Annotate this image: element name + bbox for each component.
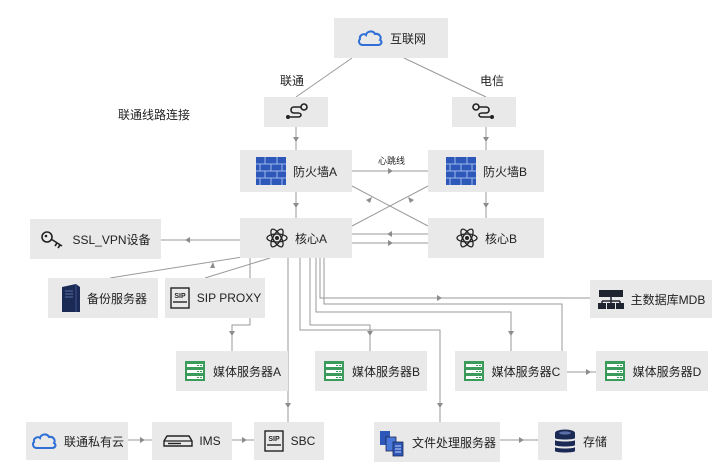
- firewall-b-label: 防火墙B: [482, 164, 527, 179]
- heartbeat-label: 心跳线: [378, 156, 406, 166]
- storage-stack-icon: [553, 428, 577, 454]
- core-b-label: 核心B: [484, 231, 517, 246]
- media-server-a-label: 媒体服务器A: [212, 364, 281, 379]
- ssl-vpn-label: SSL_VPN设备: [72, 232, 151, 247]
- svg-text:SIP: SIP: [174, 293, 186, 300]
- server-rack-icon: [603, 359, 627, 383]
- private-cloud-label: 联通私有云: [63, 434, 124, 449]
- storage-node[interactable]: 存储: [538, 422, 622, 460]
- firewall-a-label: 防火墙A: [292, 164, 337, 179]
- media-server-c[interactable]: 媒体服务器C: [455, 351, 567, 391]
- unicom-label: 联通: [280, 74, 305, 88]
- router-unicom[interactable]: [264, 97, 328, 127]
- media-server-b[interactable]: 媒体服务器B: [315, 351, 427, 391]
- sbc-label: SBC: [290, 434, 316, 448]
- ims-label: IMS: [199, 434, 221, 448]
- media-server-c-label: 媒体服务器C: [491, 364, 561, 379]
- media-server-b-label: 媒体服务器B: [351, 364, 420, 379]
- internet-label: 互联网: [389, 31, 426, 46]
- unicom-link-label: 联通线路连接: [118, 108, 191, 122]
- mdb-node[interactable]: 主数据库MDB: [590, 280, 712, 318]
- server-rack-icon: [462, 359, 486, 383]
- media-server-a[interactable]: 媒体服务器A: [176, 351, 288, 391]
- sip-proxy-label: SIP PROXY: [196, 291, 262, 305]
- route-icon: [283, 102, 309, 122]
- database-network-icon: [597, 288, 625, 310]
- router-telecom[interactable]: [452, 97, 516, 127]
- private-cloud-node[interactable]: 联通私有云: [26, 422, 128, 460]
- core-a-label: 核心A: [294, 231, 327, 246]
- cloud-icon: [356, 28, 384, 48]
- sip-phone-icon: SIP: [263, 430, 285, 452]
- telecom-label: 电信: [480, 74, 505, 88]
- firewall-b[interactable]: 防火墙B: [428, 150, 544, 192]
- key-icon: [40, 229, 66, 249]
- media-server-d-label: 媒体服务器D: [632, 364, 702, 379]
- backup-server-label: 备份服务器: [86, 291, 147, 306]
- sip-phone-icon: SIP: [169, 287, 191, 309]
- file-server-label: 文件处理服务器: [411, 435, 496, 450]
- cloud-icon: [30, 431, 58, 451]
- sip-proxy-node[interactable]: SIP SIP PROXY: [165, 278, 265, 318]
- firewall-a[interactable]: 防火墙A: [240, 150, 352, 192]
- network-device-icon: [163, 433, 194, 449]
- media-server-d[interactable]: 媒体服务器D: [596, 351, 708, 391]
- core-a[interactable]: 核心A: [240, 218, 352, 258]
- server-rack-icon: [183, 359, 207, 383]
- route-icon: [471, 102, 497, 122]
- brick-firewall-icon: [445, 156, 477, 186]
- brick-firewall-icon: [255, 156, 287, 186]
- ims-node[interactable]: IMS: [152, 422, 232, 460]
- sbc-node[interactable]: SIP SBC: [254, 422, 324, 460]
- ssl-vpn-node[interactable]: SSL_VPN设备: [30, 219, 161, 259]
- storage-label: 存储: [582, 434, 607, 449]
- atom-icon: [265, 226, 289, 250]
- svg-text:SIP: SIP: [268, 436, 280, 443]
- file-server-icon: [378, 427, 406, 457]
- internet-node[interactable]: 互联网: [334, 18, 448, 58]
- mdb-label: 主数据库MDB: [630, 292, 706, 307]
- server-rack-icon: [322, 359, 346, 383]
- backup-server-node[interactable]: 备份服务器: [48, 278, 158, 318]
- server-tower-icon: [59, 283, 81, 313]
- file-server-node[interactable]: 文件处理服务器: [374, 422, 500, 462]
- core-b[interactable]: 核心B: [428, 218, 544, 258]
- atom-icon: [455, 226, 479, 250]
